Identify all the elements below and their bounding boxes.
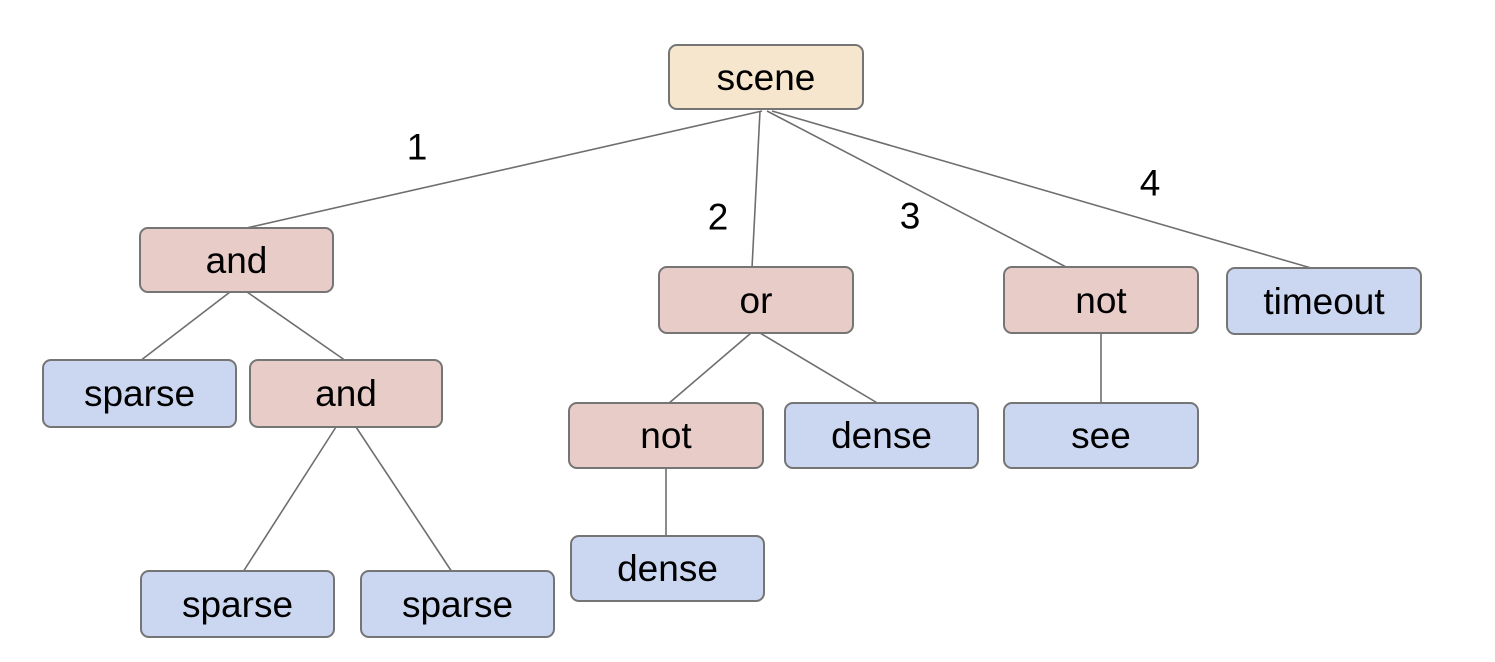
tree-node-label: and: [205, 239, 268, 281]
edge-label-1: 1: [406, 126, 428, 168]
tree-node-scene: scene: [668, 44, 864, 110]
edge-label-2: 2: [707, 196, 729, 238]
tree-node-label: not: [640, 415, 692, 456]
edge-and-1-to-sparse-1: [139, 291, 231, 362]
tree-node-not-2: not: [568, 402, 764, 469]
tree-node-label: dense: [831, 415, 932, 456]
edge-label-4: 4: [1139, 162, 1161, 204]
tree-node-and-2: and: [249, 359, 443, 428]
tree-node-not-1: not: [1003, 266, 1199, 334]
tree-node-label: timeout: [1263, 280, 1385, 322]
edge-scene-to-or-1: [751, 110, 761, 269]
tree-node-label: sparse: [181, 583, 294, 625]
edge-scene-to-and-1: [241, 110, 763, 230]
edge-and-2-to-sparse-2: [242, 426, 337, 573]
tree-node-sparse-2: sparse: [140, 570, 335, 638]
edge-or-1-to-dense-1: [759, 332, 880, 405]
edge-and-1-to-and-2: [246, 291, 347, 362]
edge-and-2-to-sparse-3: [355, 426, 453, 573]
edge-or-1-to-not-2: [667, 332, 752, 405]
tree-node-see: see: [1003, 402, 1199, 469]
tree-node-label: not: [1075, 279, 1127, 321]
tree-node-label: sparse: [83, 373, 196, 414]
tree-node-label: dense: [617, 548, 718, 589]
edge-scene-to-timeout: [771, 110, 1319, 271]
tree-node-timeout: timeout: [1226, 267, 1422, 335]
tree-node-label: scene: [716, 56, 816, 98]
tree-node-and-1: and: [139, 227, 334, 293]
tree-node-label: or: [739, 279, 773, 321]
tree-node-sparse-3: sparse: [360, 570, 555, 638]
tree-node-or-1: or: [658, 266, 854, 334]
tree-node-dense-1: dense: [784, 402, 979, 469]
tree-node-sparse-1: sparse: [42, 359, 237, 428]
tree-node-label: and: [315, 373, 377, 414]
tree-node-dense-2: dense: [570, 535, 765, 602]
edge-scene-to-not-1: [766, 110, 1069, 269]
edge-label-3: 3: [899, 195, 921, 237]
tree-node-label: see: [1071, 415, 1131, 456]
tree-node-label: sparse: [401, 583, 514, 625]
